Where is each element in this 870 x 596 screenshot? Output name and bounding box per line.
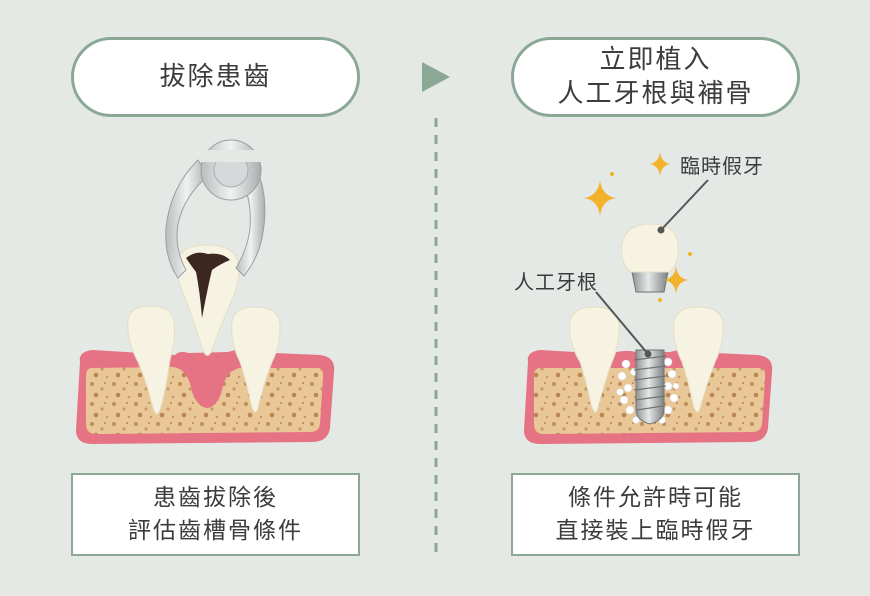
sparkle-icon	[584, 152, 692, 302]
tooth-right-right-panel	[673, 306, 724, 413]
step-2-desc-line-1: 條件允許時可能	[568, 484, 743, 511]
step-2-title-line-2: 人工牙根與補骨	[557, 79, 754, 109]
tooth-left-right-panel	[569, 306, 620, 413]
step-1-desc-line-2: 評估齒槽骨條件	[128, 517, 303, 544]
extracted-tooth	[177, 244, 240, 356]
forceps-icon	[165, 139, 266, 279]
tooth-right	[231, 306, 281, 413]
leader-implant-dot	[644, 350, 652, 358]
implant-illustration	[524, 152, 773, 444]
step-1-description: 患齒拔除後 評估齒槽骨條件	[71, 473, 360, 556]
abutment	[631, 271, 669, 293]
extraction-illustration	[76, 139, 335, 444]
step-2-title: 立即植入 人工牙根與補骨	[511, 37, 800, 117]
leader-implant	[595, 291, 649, 355]
leader-crown-dot	[657, 226, 665, 234]
label-implant: 人工牙根	[514, 270, 598, 294]
step-2-title-line-1: 立即植入	[599, 45, 712, 75]
step-2-description: 條件允許時可能 直接裝上臨時假牙	[511, 473, 800, 556]
step-1-title: 拔除患齒	[71, 37, 360, 117]
implant-screw	[633, 349, 667, 425]
step-2-desc-line-2: 直接裝上臨時假牙	[555, 517, 756, 544]
step-1-desc-line-1: 患齒拔除後	[153, 484, 278, 511]
tooth-decay	[186, 252, 230, 318]
temporary-crown	[621, 223, 679, 273]
tooth-left	[127, 305, 175, 415]
bone-graft	[616, 357, 680, 424]
arrow-right-icon	[422, 62, 450, 92]
label-temporary-crown: 臨時假牙	[680, 154, 764, 178]
step-1-title-line-1: 拔除患齒	[159, 62, 272, 92]
leader-crown	[660, 179, 709, 231]
